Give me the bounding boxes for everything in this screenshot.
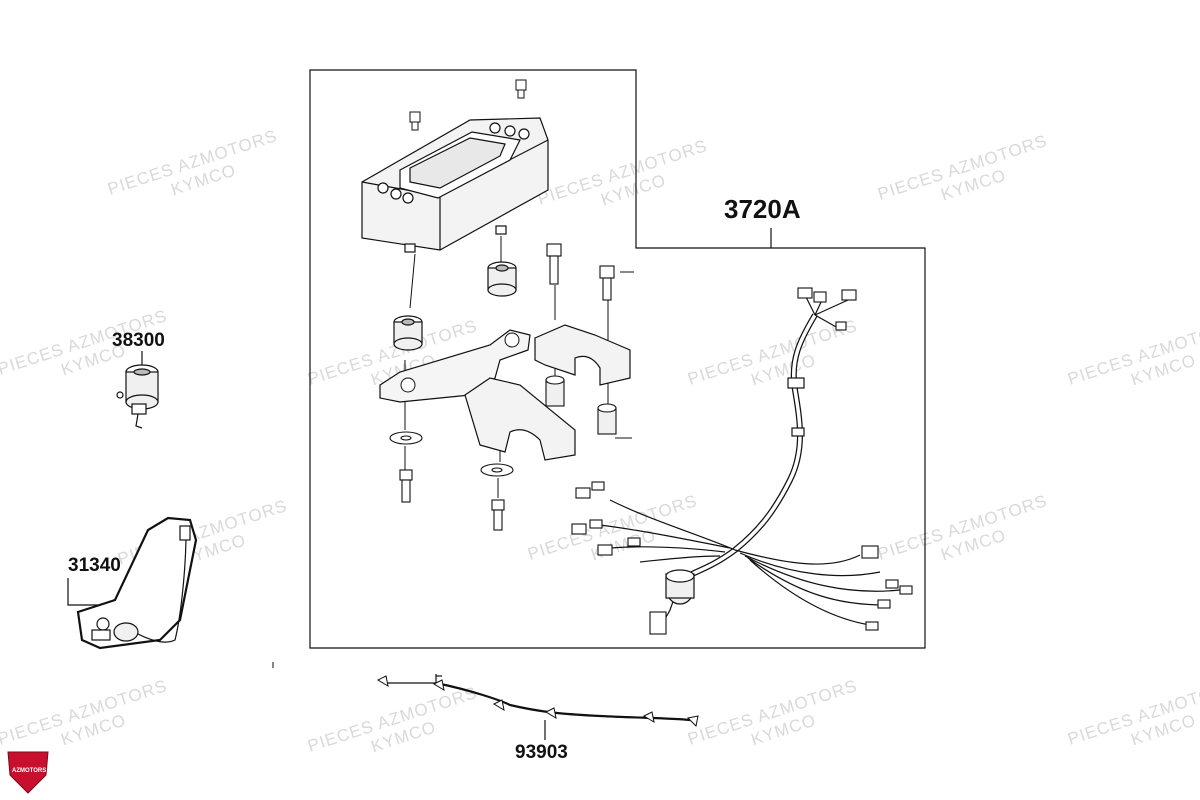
short-bolt <box>399 469 413 503</box>
wire-clip <box>376 675 699 728</box>
long-bolt <box>599 265 615 301</box>
assembly-outline <box>309 69 926 649</box>
spacer <box>545 375 565 407</box>
harness-connector <box>571 287 913 635</box>
rubber-grommet <box>487 261 517 297</box>
label-38300: 38300 <box>112 330 165 351</box>
lower-clamp <box>464 377 576 461</box>
top-screw-right <box>515 79 527 99</box>
azmotors-logo: AZMOTORS <box>7 751 49 794</box>
logo-shield <box>7 751 49 794</box>
rubber-grommet <box>393 315 423 351</box>
mounting-plate-31340 <box>76 516 198 650</box>
instrument-cluster <box>361 117 549 253</box>
washer <box>389 431 423 445</box>
long-bolt <box>546 243 562 285</box>
logo-text: AZMOTORS <box>12 768 46 774</box>
bracket-hole <box>400 377 416 393</box>
wiring-harness <box>599 294 901 631</box>
label-31340: 31340 <box>68 555 121 576</box>
top-screw-left <box>409 111 421 131</box>
ignition-switch <box>116 364 159 429</box>
harness-relay <box>665 569 695 605</box>
upper-clamp <box>534 324 631 386</box>
label-3720a: 3720A <box>724 194 801 224</box>
bracket-hole <box>504 332 520 348</box>
harness-tape <box>787 377 805 437</box>
mounting-bracket <box>379 329 531 403</box>
label-93903: 93903 <box>515 742 568 763</box>
watermark-layer: PIECES AZMOTORS KYMCO PIECES AZMOTORS KY… <box>0 126 1200 756</box>
spacer <box>597 403 617 435</box>
washer <box>480 463 514 477</box>
short-bolt <box>491 499 505 531</box>
